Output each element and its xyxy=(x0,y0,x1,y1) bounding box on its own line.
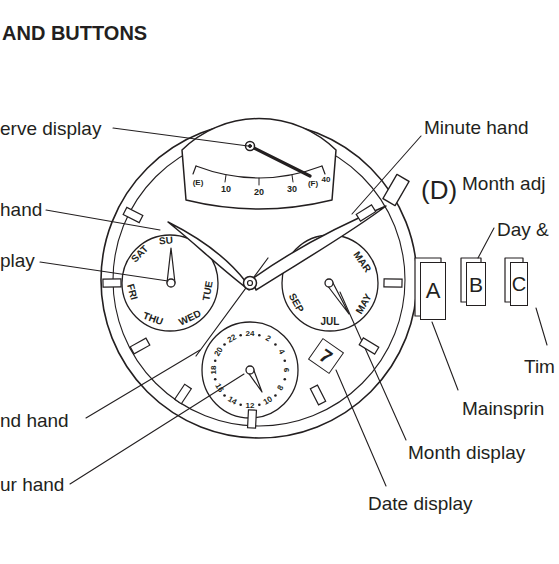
center-pivot xyxy=(244,277,257,290)
hour-marker xyxy=(175,384,192,403)
pusher-button: A xyxy=(420,262,446,320)
day-name: SU xyxy=(159,235,174,246)
scale-number: 20 xyxy=(254,188,264,197)
power-reserve-window xyxy=(182,119,336,209)
scale-mark: (F) xyxy=(308,180,318,188)
drawing-group xyxy=(40,119,547,486)
callout-label: Tim xyxy=(524,357,555,376)
hand-pivot xyxy=(325,279,333,287)
crown-d xyxy=(383,174,409,205)
minute-hand xyxy=(252,206,386,290)
dial-dot xyxy=(223,394,226,397)
dial-dot xyxy=(283,359,286,362)
scale-tick xyxy=(259,178,260,185)
callout-label: Month adj xyxy=(462,174,545,193)
pusher-button: C xyxy=(510,262,528,306)
leader-line xyxy=(113,128,248,146)
leader-line xyxy=(340,292,406,440)
dial-dot xyxy=(258,334,261,337)
leader-line xyxy=(478,228,494,258)
hour-marker xyxy=(384,279,402,287)
power-reserve-hand xyxy=(250,146,310,176)
hand-pivot xyxy=(249,145,252,148)
dial-dot xyxy=(274,394,277,397)
dial-dot xyxy=(274,343,277,346)
callout-label: ur hand xyxy=(0,475,64,494)
dial-dot xyxy=(223,343,226,346)
drawing-group xyxy=(103,205,402,428)
callout-label: Date display xyxy=(368,494,473,513)
second-hand xyxy=(196,258,268,356)
page-title: AND BUTTONS xyxy=(2,23,147,43)
leader-line xyxy=(336,370,386,486)
hour-marker xyxy=(248,410,257,428)
leader-line xyxy=(432,322,458,390)
node-text: A xyxy=(426,280,441,302)
dial-dot xyxy=(283,378,286,381)
leader-line xyxy=(352,136,421,214)
scale-tick xyxy=(193,166,196,174)
dial-dot xyxy=(239,403,242,406)
hour24-number: 6 xyxy=(282,368,290,372)
node-text: B xyxy=(469,274,483,295)
callout-label: Mainsprin xyxy=(462,399,544,418)
hour-marker xyxy=(123,207,143,222)
hour-marker xyxy=(356,205,376,221)
day-hand xyxy=(167,248,175,283)
hour-marker xyxy=(103,279,121,287)
hour24-number: 24 xyxy=(246,330,255,338)
callout-label: Minute hand xyxy=(424,118,529,137)
callout-label: nd hand xyxy=(0,411,69,430)
month-subdial xyxy=(282,235,378,331)
leader-line xyxy=(46,210,160,230)
hand-pivot xyxy=(167,279,175,287)
scale-number: 10 xyxy=(221,185,231,194)
scale-tick xyxy=(225,175,226,182)
hour-marker xyxy=(310,385,325,405)
month-name: JUL xyxy=(321,317,340,327)
scale-tick xyxy=(292,175,293,182)
callout-label: Month display xyxy=(408,443,525,462)
callout-label: hand xyxy=(0,200,42,219)
drawing-group xyxy=(214,334,286,406)
center-pivot xyxy=(248,281,253,286)
callout-label: Day & xyxy=(497,220,549,239)
hour24-subdial xyxy=(202,322,298,418)
scale-mark: (E) xyxy=(193,179,204,187)
leader-line xyxy=(40,262,168,281)
scale-tick xyxy=(322,166,325,174)
scale-number: 30 xyxy=(287,185,297,194)
hour24-number: 12 xyxy=(246,402,255,410)
dial-ring xyxy=(113,134,405,426)
dial-dot xyxy=(258,403,261,406)
dial-dot xyxy=(214,359,217,362)
node-text: 7 xyxy=(316,345,336,367)
leader-line xyxy=(70,374,244,484)
node-text: C xyxy=(512,274,526,294)
hand-pivot xyxy=(246,366,254,374)
leader-line xyxy=(86,350,200,418)
dial-dot xyxy=(239,334,242,337)
leader-line xyxy=(536,308,547,345)
callout-label: erve display xyxy=(0,119,101,138)
callout-label: play xyxy=(0,251,35,270)
hour-marker xyxy=(130,338,150,354)
dial-dot xyxy=(214,378,217,381)
button-letter: (D) xyxy=(421,177,457,203)
hour24-number: 18 xyxy=(210,366,218,375)
pusher-button: B xyxy=(466,262,486,306)
hour-hand xyxy=(168,222,249,290)
scale-number: 40 xyxy=(322,176,331,184)
hour-marker xyxy=(359,338,379,354)
